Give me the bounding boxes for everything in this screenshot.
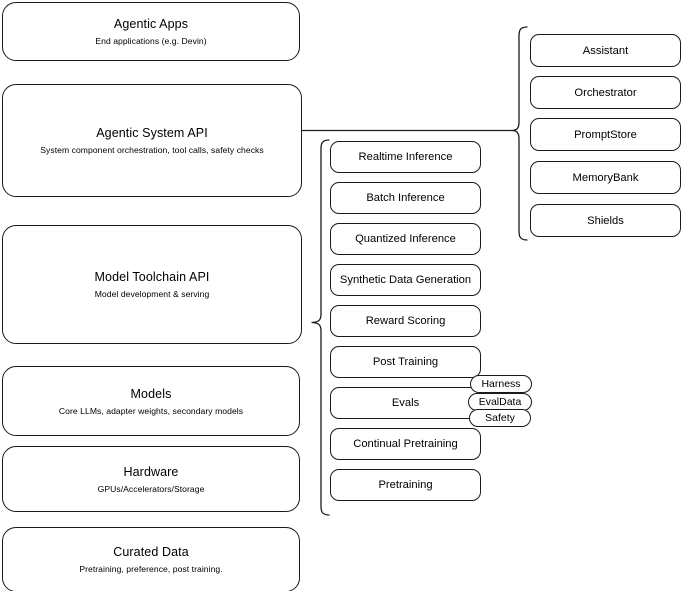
capability-reward-scoring[interactable]: Reward Scoring (330, 305, 481, 337)
stack-layer-model-toolchain-api[interactable]: Model Toolchain API Model development & … (2, 225, 302, 344)
layer-subtitle: Pretraining, preference, post training. (79, 564, 223, 574)
capability-evals[interactable]: Evals (330, 387, 481, 419)
capability-post-training[interactable]: Post Training (330, 346, 481, 378)
layer-title: Model Toolchain API (94, 270, 210, 284)
system-component-promptstore[interactable]: PromptStore (530, 118, 681, 151)
capability-continual-pretraining[interactable]: Continual Pretraining (330, 428, 481, 460)
system-component-memorybank[interactable]: MemoryBank (530, 161, 681, 194)
capability-synthetic-data-generation[interactable]: Synthetic Data Generation (330, 264, 481, 296)
stack-layer-agentic-system-api[interactable]: Agentic System API System component orch… (2, 84, 302, 197)
capability-pretraining[interactable]: Pretraining (330, 469, 481, 501)
layer-title: Hardware (123, 464, 179, 479)
system-component-orchestrator[interactable]: Orchestrator (530, 76, 681, 109)
brace-toolchain-capabilities (311, 139, 330, 516)
evals-subitem-safety[interactable]: Safety (469, 409, 531, 427)
layer-subtitle: Model development & serving (94, 289, 210, 299)
layer-title: Models (130, 386, 172, 401)
stack-layer-curated-data[interactable]: Curated Data Pretraining, preference, po… (2, 527, 300, 591)
layer-subtitle: System component orchestration, tool cal… (40, 145, 264, 155)
layer-subtitle: End applications (e.g. Devin) (95, 36, 207, 46)
brace-system-components (512, 26, 528, 241)
stack-layer-hardware[interactable]: Hardware GPUs/Accelerators/Storage (2, 446, 300, 512)
stack-layer-agentic-apps[interactable]: Agentic Apps End applications (e.g. Devi… (2, 2, 300, 61)
layer-subtitle: Core LLMs, adapter weights, secondary mo… (58, 405, 244, 416)
capability-batch-inference[interactable]: Batch Inference (330, 182, 481, 214)
capability-realtime-inference[interactable]: Realtime Inference (330, 141, 481, 173)
layer-title: Curated Data (113, 545, 189, 559)
layer-title: Agentic System API (96, 126, 208, 140)
system-component-shields[interactable]: Shields (530, 204, 681, 237)
system-component-assistant[interactable]: Assistant (530, 34, 681, 67)
layer-subtitle: GPUs/Accelerators/Storage (97, 483, 205, 494)
layer-title: Agentic Apps (113, 17, 189, 31)
capability-quantized-inference[interactable]: Quantized Inference (330, 223, 481, 255)
evals-subitem-harness[interactable]: Harness (470, 375, 532, 393)
stack-layer-models[interactable]: Models Core LLMs, adapter weights, secon… (2, 366, 300, 436)
